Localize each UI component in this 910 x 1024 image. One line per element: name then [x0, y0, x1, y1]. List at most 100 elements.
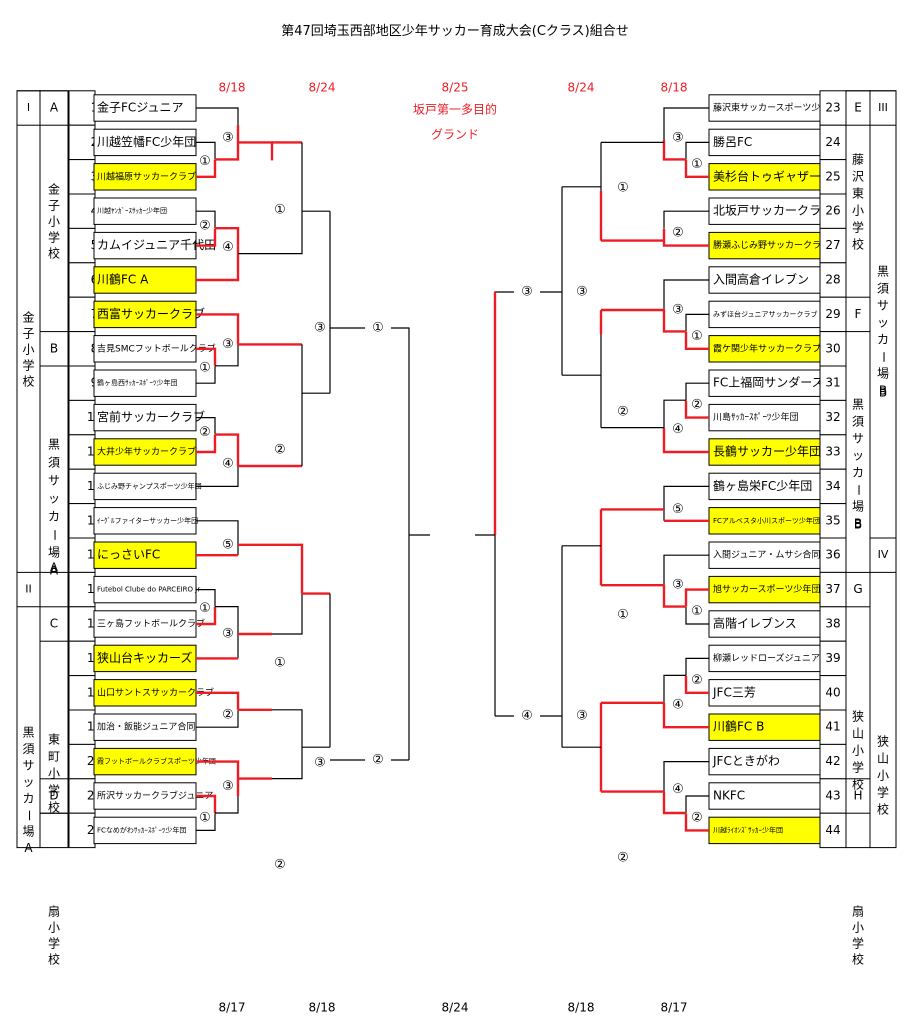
bracket-line — [272, 747, 303, 780]
bracket-line — [196, 347, 217, 366]
vertical-char: 校 — [852, 777, 864, 792]
venue-left-B-suffix: A — [50, 561, 59, 575]
team-name: 西富サッカークラブ — [97, 306, 205, 321]
round-mark: ③ — [672, 303, 684, 318]
team-number-cell — [819, 124, 847, 161]
team-number-cell — [819, 296, 847, 333]
round-mark: ① — [199, 601, 211, 616]
team-name-box — [93, 94, 197, 122]
team-number: 23 — [825, 101, 840, 115]
team-name-box — [708, 231, 821, 260]
vertical-char: 小 — [852, 744, 864, 758]
bracket-line — [196, 466, 239, 487]
bracket-line — [663, 107, 709, 145]
vertical-char: A — [24, 841, 33, 855]
block-cell — [845, 778, 871, 814]
team-name: みずほ台ジュニアサッカークラブ — [713, 309, 818, 318]
bracket-line — [215, 605, 239, 659]
bracket-line — [196, 710, 239, 728]
round-mark: ③ — [222, 779, 234, 794]
bracket-line — [663, 760, 709, 792]
vertical-char: 場 — [22, 825, 34, 839]
team-name: 大井少年サッカークラブ — [97, 446, 196, 458]
round-mark: ① — [199, 360, 211, 375]
team-name-box — [93, 747, 197, 776]
team-name: 川鶴FC A — [97, 272, 149, 287]
vertical-char: カ — [48, 510, 60, 524]
team-number-cell — [68, 606, 96, 642]
team-name-box — [93, 369, 197, 397]
venue-right-III-suffix: B — [879, 386, 887, 400]
group-label: IV — [878, 548, 889, 561]
team-number: 24 — [825, 135, 840, 149]
vertical-char: 場 — [48, 546, 60, 560]
team-name: 霞フットボールクラブスポーツ少年団 — [97, 757, 216, 766]
bracket-line — [662, 228, 709, 247]
bracket-line — [272, 543, 304, 594]
team-number: 34 — [825, 479, 840, 493]
bracket-line — [684, 813, 709, 832]
bracket-line — [685, 795, 709, 813]
bracket-line — [663, 554, 709, 586]
round-mark: ② — [691, 398, 703, 413]
team-name: ふじみ野チャンプスポーツ少年団 — [97, 481, 202, 490]
round-mark: ② — [617, 851, 629, 866]
team-number-cell — [819, 709, 847, 745]
team-number-cell — [819, 675, 847, 711]
team-number: 42 — [825, 754, 840, 768]
team-number-cell — [68, 365, 96, 401]
round-mark: ④ — [672, 422, 684, 437]
round-mark: ① — [274, 203, 286, 218]
round-mark: ② — [199, 219, 211, 234]
round-mark: ③ — [576, 709, 588, 724]
round-mark: ⑤ — [672, 502, 684, 517]
bracket-line — [685, 382, 709, 401]
block-cell — [845, 90, 871, 126]
team-name-box — [93, 782, 197, 810]
vertical-char: 子 — [48, 199, 60, 213]
bracket-line — [662, 702, 709, 729]
team-number-cell — [68, 399, 96, 436]
team-name: ｲｰｸﾞﾙファイターサッカー少年団 — [97, 516, 198, 525]
bracket-line — [196, 366, 216, 384]
bracket-line — [196, 141, 216, 160]
team-name: 鶴ヶ島栄FC少年団 — [713, 478, 812, 493]
page-title: 第47回埼玉西部地区少年サッカー育成大会(Cクラス)組合せ — [281, 24, 629, 39]
bracket-line — [196, 245, 240, 282]
date-bottom: 8/24 — [442, 1001, 469, 1015]
round-mark: ② — [372, 753, 384, 768]
bracket-line — [196, 435, 217, 454]
vertical-char: カ — [852, 466, 864, 480]
vertical-char: 校 — [852, 237, 864, 252]
vertical-char: 山 — [852, 727, 864, 741]
round-mark: ④ — [672, 782, 684, 797]
team-number-cell — [819, 640, 847, 677]
team-name-box — [708, 335, 821, 363]
bracket-line — [215, 796, 239, 814]
vertical-char: 須 — [877, 282, 889, 296]
team-name-box — [93, 507, 197, 535]
bracket-line — [196, 813, 216, 832]
group-label: I — [27, 101, 30, 114]
team-name-box — [93, 300, 197, 329]
vertical-char: 黒 — [852, 398, 864, 412]
date-bottom: 8/17 — [219, 1001, 246, 1015]
team-name: 山口サントスサッカークラブ — [97, 686, 214, 698]
bracket-line — [663, 674, 686, 703]
vertical-char: 金 — [22, 310, 34, 325]
block-letter: G — [853, 582, 862, 596]
vertical-char: ッ — [22, 775, 34, 789]
round-mark: ① — [617, 608, 629, 623]
team-number: 28 — [825, 273, 840, 287]
vertical-char: 黒 — [48, 438, 60, 452]
round-mark: ③ — [314, 321, 326, 336]
venue-right-F-suffix: B — [854, 518, 862, 532]
team-number: 43 — [825, 789, 840, 803]
team-name: 加治・飯能ジュニア合同 — [97, 721, 195, 733]
